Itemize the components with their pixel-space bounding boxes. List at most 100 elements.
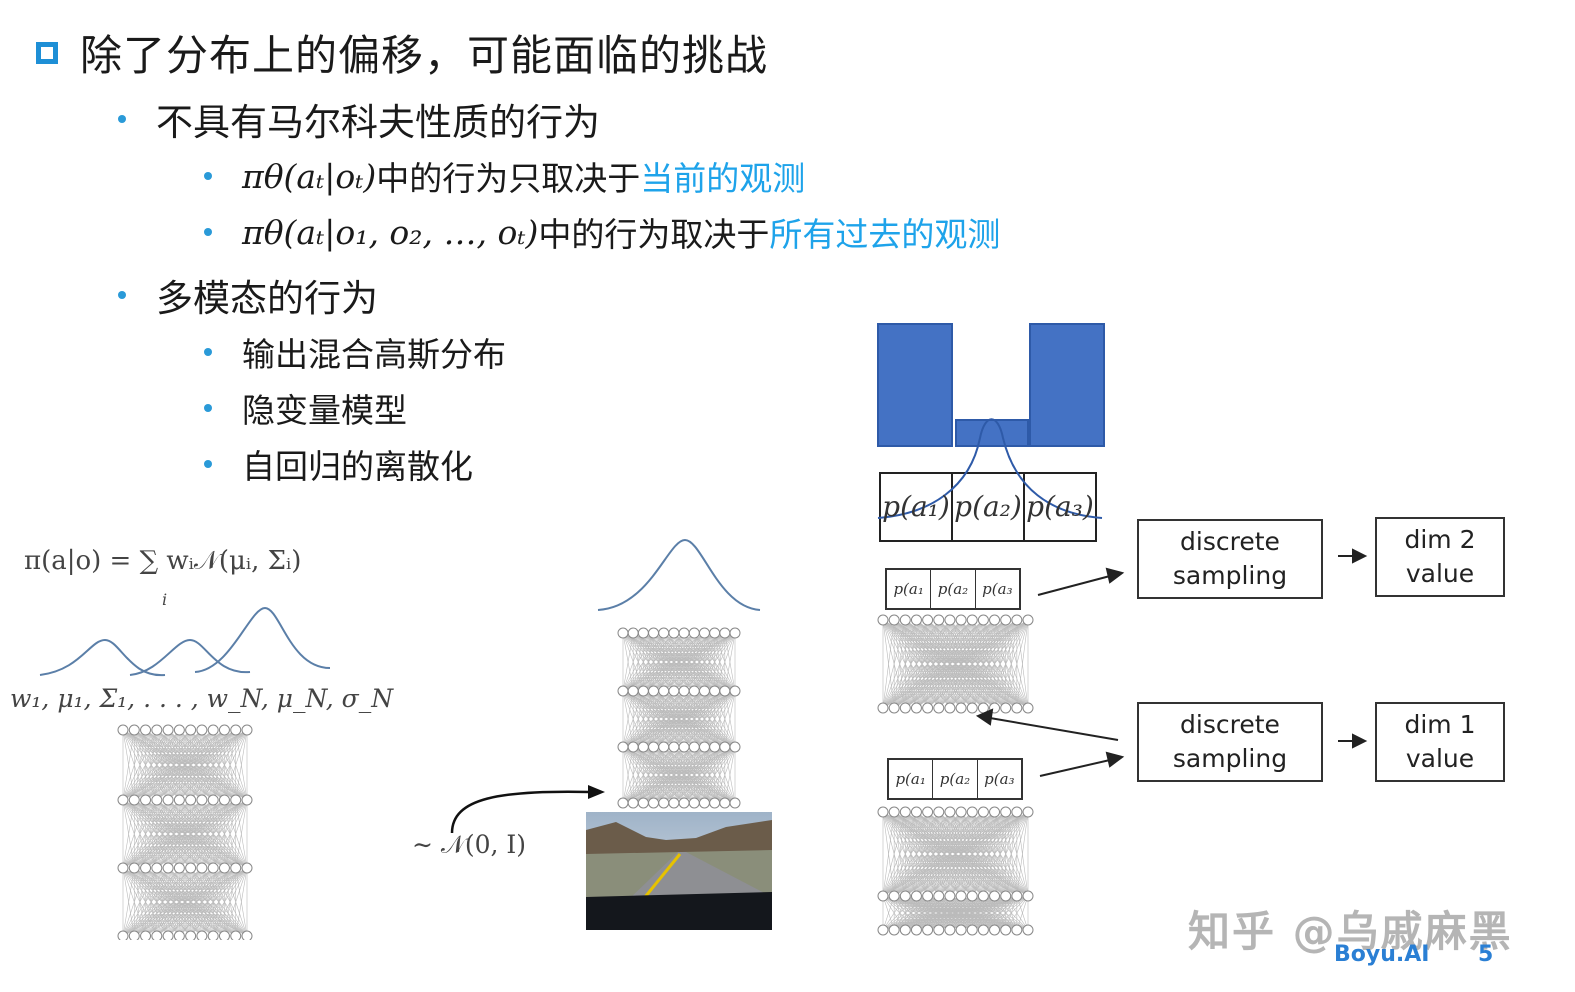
- network-edge: [122, 867, 180, 937]
- network-node: [910, 924, 922, 936]
- network-edge: [122, 729, 169, 801]
- network-edge: [122, 867, 203, 937]
- network-edge: [622, 746, 725, 804]
- slide-title: 除了分布上的偏移，可能面临的挑战: [80, 31, 769, 80]
- network-edge: [190, 799, 248, 869]
- network-node: [648, 627, 660, 639]
- network-edge: [724, 690, 736, 748]
- network-edge: [882, 895, 906, 931]
- network-node: [1011, 614, 1023, 626]
- network-node: [627, 797, 639, 809]
- network-edge: [927, 895, 1029, 931]
- bar-a1: [877, 323, 953, 447]
- network-edge: [235, 729, 248, 801]
- network-node: [1000, 924, 1012, 936]
- distribution-bars-figure: [877, 323, 1105, 542]
- network-node: [933, 702, 945, 714]
- network-edge: [938, 895, 1029, 931]
- network-node: [966, 806, 978, 818]
- network-edge: [122, 799, 191, 869]
- network-edge: [134, 867, 248, 937]
- network-edge: [622, 690, 705, 748]
- neural-network-lower: [877, 806, 1034, 936]
- network-edge: [643, 632, 736, 692]
- network-edge: [622, 632, 685, 692]
- network-node: [128, 930, 140, 940]
- network-node: [218, 930, 230, 940]
- network-edge: [122, 799, 146, 869]
- network-edge: [622, 632, 725, 692]
- network-edge: [167, 729, 248, 801]
- network-node: [117, 794, 129, 806]
- network-node: [637, 627, 649, 639]
- network-node: [966, 890, 978, 902]
- network-edge: [122, 867, 225, 937]
- network-node: [173, 794, 185, 806]
- network-node: [922, 702, 934, 714]
- network-node: [899, 890, 911, 902]
- bullet-dot-icon: [204, 348, 212, 356]
- network-node: [151, 862, 163, 874]
- network-edge: [122, 729, 225, 801]
- network-edge: [994, 895, 1029, 931]
- network-node: [617, 797, 629, 809]
- neural-network-left: [117, 724, 253, 940]
- network-edge: [224, 729, 248, 801]
- network-edge: [167, 867, 248, 937]
- network-node: [617, 685, 629, 697]
- network-node: [1022, 806, 1034, 818]
- network-edge: [960, 895, 1029, 931]
- network-node: [1011, 702, 1023, 714]
- network-node: [888, 702, 900, 714]
- network-edge: [882, 619, 1018, 709]
- small-cell: p(a₂: [933, 760, 978, 798]
- network-node: [877, 890, 889, 902]
- network-edge: [653, 690, 736, 748]
- network-edge: [673, 746, 736, 804]
- network-edge: [882, 619, 940, 709]
- network-node: [899, 702, 911, 714]
- network-node: [719, 685, 731, 697]
- network-edge: [622, 632, 715, 692]
- network-edge: [633, 690, 736, 748]
- slide-heading: 除了分布上的偏移，可能面临的挑战: [36, 22, 768, 83]
- network-edge: [622, 632, 654, 692]
- network-edge: [882, 619, 928, 709]
- network-edge: [145, 729, 248, 801]
- network-node: [117, 724, 129, 736]
- network-edge: [949, 811, 1029, 897]
- item-2-highlight: 所有过去的观测: [769, 215, 1001, 254]
- network-edge: [145, 867, 248, 937]
- network-node: [719, 627, 731, 639]
- network-node: [977, 890, 989, 902]
- network-node: [1000, 614, 1012, 626]
- network-edge: [122, 729, 191, 801]
- network-edge: [683, 746, 736, 804]
- network-edge: [971, 811, 1029, 897]
- network-node: [888, 924, 900, 936]
- network-edge: [156, 729, 248, 801]
- network-edge: [622, 690, 685, 748]
- network-node: [678, 797, 690, 809]
- network-node: [151, 930, 163, 940]
- network-edge: [683, 690, 736, 748]
- bar-a2: [955, 419, 1029, 447]
- prob-table: [879, 472, 1097, 542]
- page-number: 5: [1478, 942, 1494, 967]
- network-node: [241, 930, 253, 940]
- network-node: [719, 741, 731, 753]
- network-edge: [122, 729, 135, 801]
- network-node: [966, 614, 978, 626]
- item-mixture-gaussian: 输出混合高斯分布: [242, 335, 506, 374]
- gaussian-curves: [39, 606, 331, 677]
- network-edge: [882, 811, 1029, 897]
- network-node: [648, 797, 660, 809]
- mixture-formula: π(a|o) = ∑ wᵢ𝒩(μᵢ, Σᵢ): [24, 546, 302, 576]
- network-edge: [882, 811, 1006, 897]
- network-edge: [916, 811, 1029, 897]
- network-edge: [122, 799, 203, 869]
- network-edge: [882, 619, 973, 709]
- network-edge: [622, 690, 644, 748]
- item-1-text: 中的行为只取决于: [376, 159, 641, 198]
- bullet-dot-icon: [118, 291, 126, 299]
